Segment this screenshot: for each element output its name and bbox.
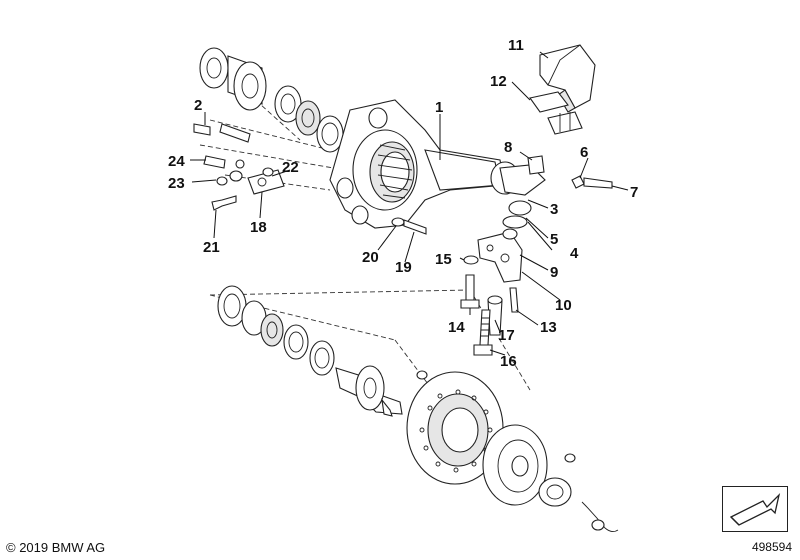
callout-4: 4 bbox=[570, 245, 579, 262]
callout-20: 20 bbox=[362, 249, 379, 266]
callout-8: 8 bbox=[504, 139, 512, 156]
lower-bearing-stack bbox=[217, 285, 335, 376]
left-hardware-group bbox=[193, 123, 285, 211]
callout-5: 5 bbox=[550, 231, 558, 248]
callout-16: 16 bbox=[500, 353, 517, 370]
callout-9: 9 bbox=[550, 264, 558, 281]
upper-bracket-group bbox=[529, 44, 596, 135]
callout-15: 15 bbox=[435, 251, 452, 268]
callout-3: 3 bbox=[550, 201, 558, 218]
hub-bearing-group bbox=[199, 47, 344, 153]
copyright-text: © 2019 BMW AG bbox=[6, 540, 106, 555]
diagram-symbol-box bbox=[722, 486, 788, 532]
image-number: 498594 bbox=[751, 540, 792, 554]
callout-14: 14 bbox=[448, 319, 465, 336]
callout-19: 19 bbox=[395, 259, 412, 276]
callout-6: 6 bbox=[580, 144, 588, 161]
lower-bolts-group bbox=[460, 274, 503, 356]
callout-1: 1 bbox=[435, 99, 443, 116]
callout-7: 7 bbox=[630, 184, 638, 201]
callout-11: 11 bbox=[508, 37, 524, 54]
callout-21: 21 bbox=[203, 239, 220, 256]
leader-lines bbox=[190, 51, 629, 356]
callout-13: 13 bbox=[540, 319, 557, 336]
drive-hub bbox=[482, 424, 619, 533]
callout-23: 23 bbox=[168, 175, 185, 192]
callout-12: 12 bbox=[490, 73, 507, 90]
axle-shaft-flange bbox=[335, 365, 428, 417]
callout-24: 24 bbox=[168, 153, 185, 170]
callout-10: 10 bbox=[555, 297, 572, 314]
bolt-19-group bbox=[391, 217, 427, 235]
callout-17: 17 bbox=[498, 327, 515, 344]
callout-labels: 1 2 3 4 5 6 7 8 9 10 11 12 13 14 15 16 1… bbox=[168, 37, 638, 370]
callout-18: 18 bbox=[250, 219, 267, 236]
callout-22: 22 bbox=[282, 159, 299, 176]
brake-disc bbox=[406, 371, 504, 485]
arrow-symbol-icon bbox=[729, 492, 781, 526]
callout-2: 2 bbox=[194, 97, 202, 114]
right-hardware-group bbox=[463, 155, 613, 313]
